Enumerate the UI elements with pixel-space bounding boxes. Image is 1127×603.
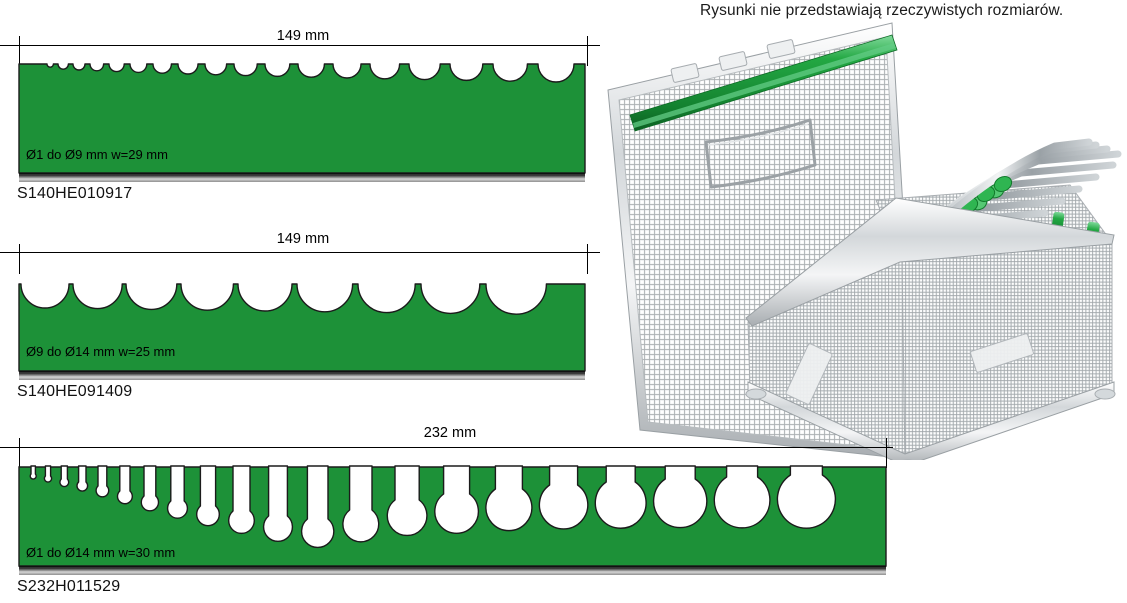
base-rail-3 — [19, 566, 886, 575]
holder-body-2 — [18, 283, 586, 372]
basket-tray — [745, 138, 1122, 460]
dimension-tick-left-3 — [19, 438, 20, 468]
product-code-1: S140HE010917 — [17, 185, 133, 202]
holder-body-3 — [18, 465, 887, 567]
dimension-line-2 — [0, 252, 600, 253]
base-rail-2 — [19, 371, 585, 380]
spec-label-3: Ø1 do Ø14 mm w=30 mm — [26, 545, 176, 560]
dimension-line-3 — [0, 447, 893, 448]
spec-label-1: Ø1 do Ø9 mm w=29 mm — [26, 147, 168, 162]
dimension-label-2: 149 mm — [276, 231, 330, 247]
holder-profile-1 — [18, 63, 586, 174]
disclaimer-text: Rysunki nie przedstawiają rzeczywistych … — [700, 2, 1064, 19]
dimension-tick-right-3 — [886, 438, 887, 468]
holder-profile-2 — [18, 283, 586, 372]
holder-body-1 — [18, 63, 586, 174]
spec-label-2: Ø9 do Ø14 mm w=25 mm — [26, 344, 176, 359]
dimension-label-1: 149 mm — [276, 28, 330, 44]
base-rail-1 — [19, 173, 585, 182]
diagram-s140he010917: 149 mm Ø1 do Ø9 mm w=29 mm S140HE010917 — [0, 0, 620, 205]
dimension-tick-left-1 — [19, 36, 20, 66]
dimension-label-3: 232 mm — [423, 425, 477, 441]
diagram-s140he091409: 149 mm Ø9 do Ø14 mm w=25 mm S140HE091409 — [0, 226, 620, 406]
dimension-tick-left-2 — [19, 244, 20, 274]
holder-profile-3 — [18, 465, 887, 567]
basket-illustration — [607, 22, 1122, 460]
product-code-2: S140HE091409 — [17, 383, 133, 400]
diagram-s232h011529: 232 mm — [0, 420, 920, 603]
product-code-3: S232H011529 — [17, 578, 121, 595]
product-photo — [600, 0, 1127, 460]
dimension-line-1 — [0, 45, 600, 46]
dimension-tick-right-1 — [587, 36, 588, 66]
dimension-tick-right-2 — [587, 244, 588, 274]
